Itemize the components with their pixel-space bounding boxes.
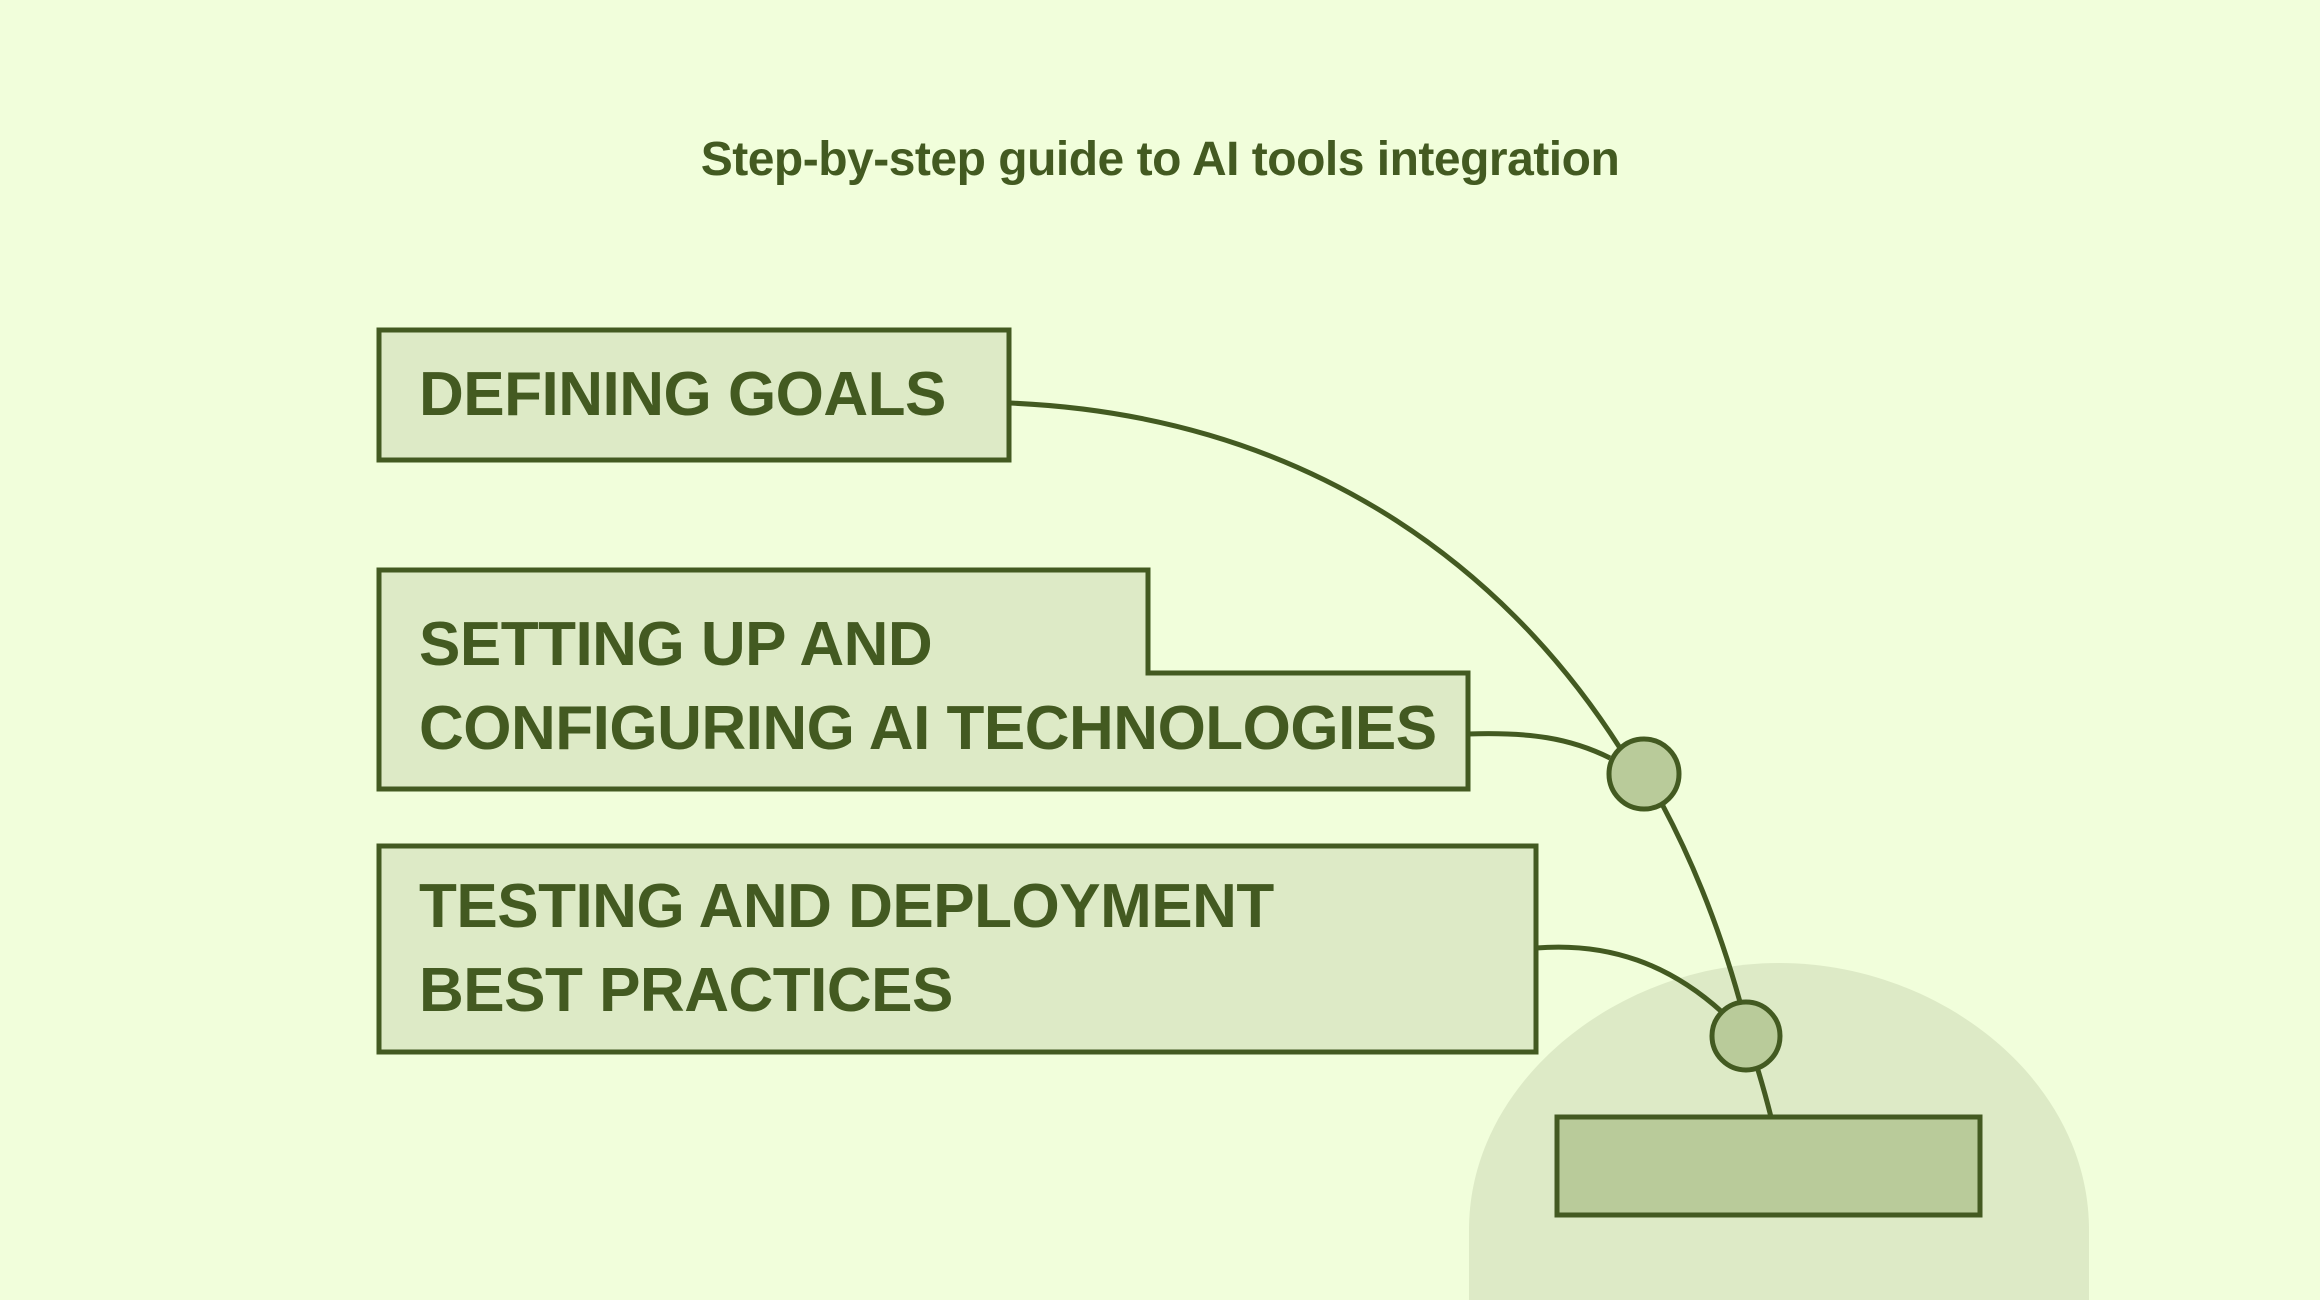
connector-node2-to-endbox bbox=[1755, 1069, 1774, 1118]
step-label-defining-goals: DEFINING GOALS bbox=[419, 353, 946, 437]
step-box-testing bbox=[376, 843, 1539, 1055]
connector-goals-to-node1 bbox=[1008, 400, 1623, 750]
step-box-defining-goals bbox=[376, 327, 1012, 463]
step-label-setting-up: SETTING UP AND CONFIGURING AI TECHNOLOGI… bbox=[419, 603, 1437, 771]
diagram-title: Step-by-step guide to AI tools integrati… bbox=[700, 133, 1620, 186]
connector-testing-to-node2 bbox=[1535, 944, 1724, 1014]
step-label-line: DEFINING GOALS bbox=[419, 360, 946, 429]
step-label-testing: TESTING AND DEPLOYMENT BEST PRACTICES bbox=[419, 865, 1274, 1033]
step-label-line: CONFIGURING AI TECHNOLOGIES bbox=[419, 694, 1437, 763]
step-box-setting-up bbox=[376, 567, 1471, 792]
connector-setup-to-node1 bbox=[1467, 731, 1612, 761]
end-box bbox=[1554, 1114, 1983, 1218]
connector-node1-to-node2 bbox=[1659, 802, 1743, 1003]
step-label-line: BEST PRACTICES bbox=[419, 956, 953, 1025]
step-label-line: TESTING AND DEPLOYMENT bbox=[419, 872, 1274, 941]
step-label-line: SETTING UP AND bbox=[419, 610, 933, 679]
node-1 bbox=[1606, 736, 1682, 812]
node-2 bbox=[1709, 999, 1783, 1073]
